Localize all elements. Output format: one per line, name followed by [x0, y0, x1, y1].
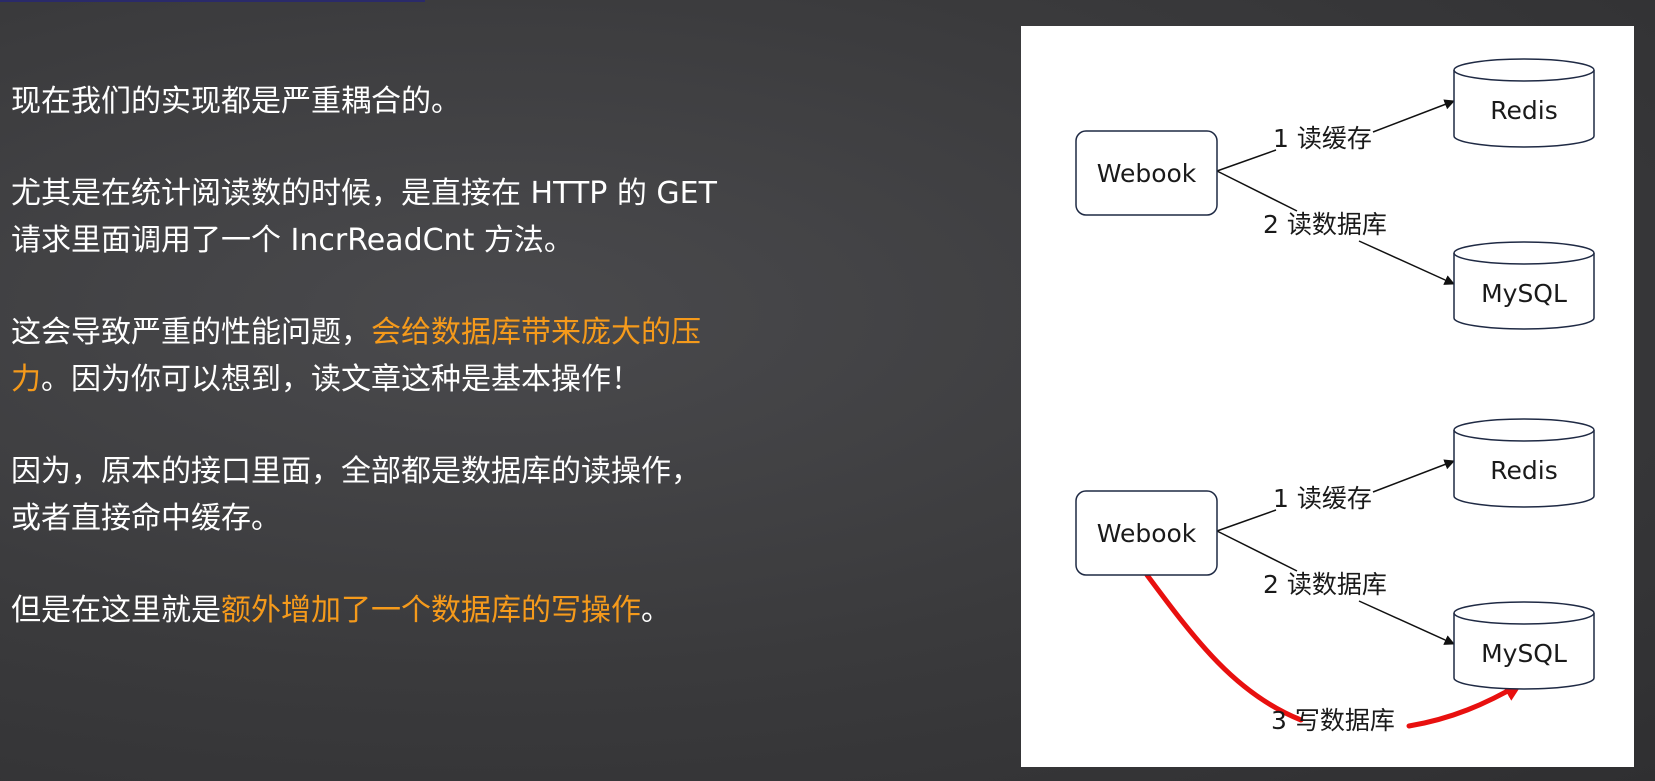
mysql-database-icon-2	[1453, 601, 1595, 690]
highlight-db-pressure-end: 力	[11, 362, 41, 397]
text-panel: 现在我们的实现都是严重耦合的。 尤其是在统计阅读数的时候，是直接在 HTTP 的…	[11, 78, 771, 679]
paragraph-read-count-line2: 请求里面调用了一个 IncrReadCnt 方法。	[11, 223, 574, 258]
diagram-canvas: 1 读缓存 2 读数据库 Webook Redis MySQL	[1075, 58, 1595, 735]
paragraph-extra-write-end: 。	[641, 593, 671, 628]
write-arrow-end	[1406, 681, 1524, 729]
edge-read-db-label: 2 读数据库	[1263, 210, 1387, 239]
edge-read-db-start	[1216, 170, 1298, 212]
edge-read-db-arrow	[1358, 240, 1455, 285]
edge-read-cache-label-2: 1 读缓存	[1273, 484, 1372, 513]
mysql-database-icon	[1453, 241, 1595, 330]
mysql-label-2: MySQL	[1481, 639, 1567, 668]
webook-service-label: Webook	[1097, 159, 1197, 188]
paragraph-performance: 这会导致严重的性能问题，会给数据库带来庞大的压 力。因为你可以想到，读文章这种是…	[11, 309, 771, 403]
paragraph-performance-intro: 这会导致严重的性能问题，	[11, 315, 371, 350]
top-accent-strip	[0, 0, 425, 2]
read-write-flow-diagram: 1 读缓存 2 读数据库 3 写数据库 Webook Redis MySQL	[1075, 418, 1595, 735]
edge-read-cache-arrow-2	[1372, 459, 1455, 493]
edge-read-db-label-2: 2 读数据库	[1263, 570, 1387, 599]
paragraph-performance-rest: 。因为你可以想到，读文章这种是基本操作！	[41, 362, 641, 397]
redis-database-icon-2	[1453, 418, 1595, 508]
webook-service-box-2	[1075, 490, 1218, 576]
edge-read-cache-label: 1 读缓存	[1273, 124, 1372, 153]
paragraph-read-ops-line1: 因为，原本的接口里面，全部都是数据库的读操作，	[11, 454, 701, 489]
edge-read-cache-start	[1216, 149, 1277, 172]
paragraph-coupling: 现在我们的实现都是严重耦合的。	[11, 78, 771, 125]
edge-read-cache-arrow	[1372, 99, 1455, 133]
paragraph-read-ops-line2: 或者直接命中缓存。	[11, 501, 281, 536]
paragraph-read-ops: 因为，原本的接口里面，全部都是数据库的读操作， 或者直接命中缓存。	[11, 448, 771, 542]
edge-write-db-label: 3 写数据库	[1271, 706, 1395, 735]
paragraph-extra-write: 但是在这里就是额外增加了一个数据库的写操作。	[11, 587, 771, 634]
paragraph-extra-write-intro: 但是在这里就是	[11, 593, 221, 628]
edge-read-db-start-2	[1216, 530, 1298, 572]
mysql-label: MySQL	[1481, 279, 1567, 308]
paragraph-read-count: 尤其是在统计阅读数的时候，是直接在 HTTP 的 GET 请求里面调用了一个 I…	[11, 170, 771, 264]
architecture-diagram: 1 读缓存 2 读数据库 Webook Redis MySQL	[1021, 26, 1634, 767]
paragraph-coupling-text: 现在我们的实现都是严重耦合的。	[11, 84, 461, 119]
paragraph-read-count-line1: 尤其是在统计阅读数的时候，是直接在 HTTP 的 GET	[11, 176, 717, 211]
webook-service-label-2: Webook	[1097, 519, 1197, 548]
webook-service-box	[1075, 130, 1218, 216]
highlight-extra-write: 额外增加了一个数据库的写操作	[221, 593, 641, 628]
edge-read-db-arrow-2	[1358, 600, 1455, 645]
highlight-db-pressure: 会给数据库带来庞大的压	[371, 315, 701, 350]
read-flow-diagram: 1 读缓存 2 读数据库 Webook Redis MySQL	[1075, 58, 1595, 330]
edge-read-cache-start-2	[1216, 509, 1277, 532]
redis-database-icon	[1453, 58, 1595, 148]
redis-label: Redis	[1490, 96, 1557, 125]
redis-label-2: Redis	[1490, 456, 1557, 485]
write-arrow-start	[1144, 572, 1304, 723]
